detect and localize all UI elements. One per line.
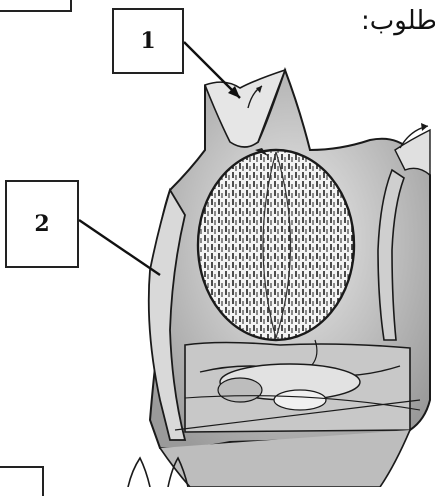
label-box-1: 1 bbox=[112, 8, 184, 74]
striated-chamber bbox=[198, 150, 354, 340]
cropped-box-bottom bbox=[0, 466, 44, 496]
question-heading: طلوب: bbox=[361, 6, 435, 36]
label-2-text: 2 bbox=[34, 211, 49, 237]
label-1-text: 1 bbox=[140, 28, 155, 54]
label-box-2: 2 bbox=[5, 180, 79, 268]
cropped-box-top bbox=[0, 0, 72, 12]
leader-line-2 bbox=[79, 220, 160, 275]
